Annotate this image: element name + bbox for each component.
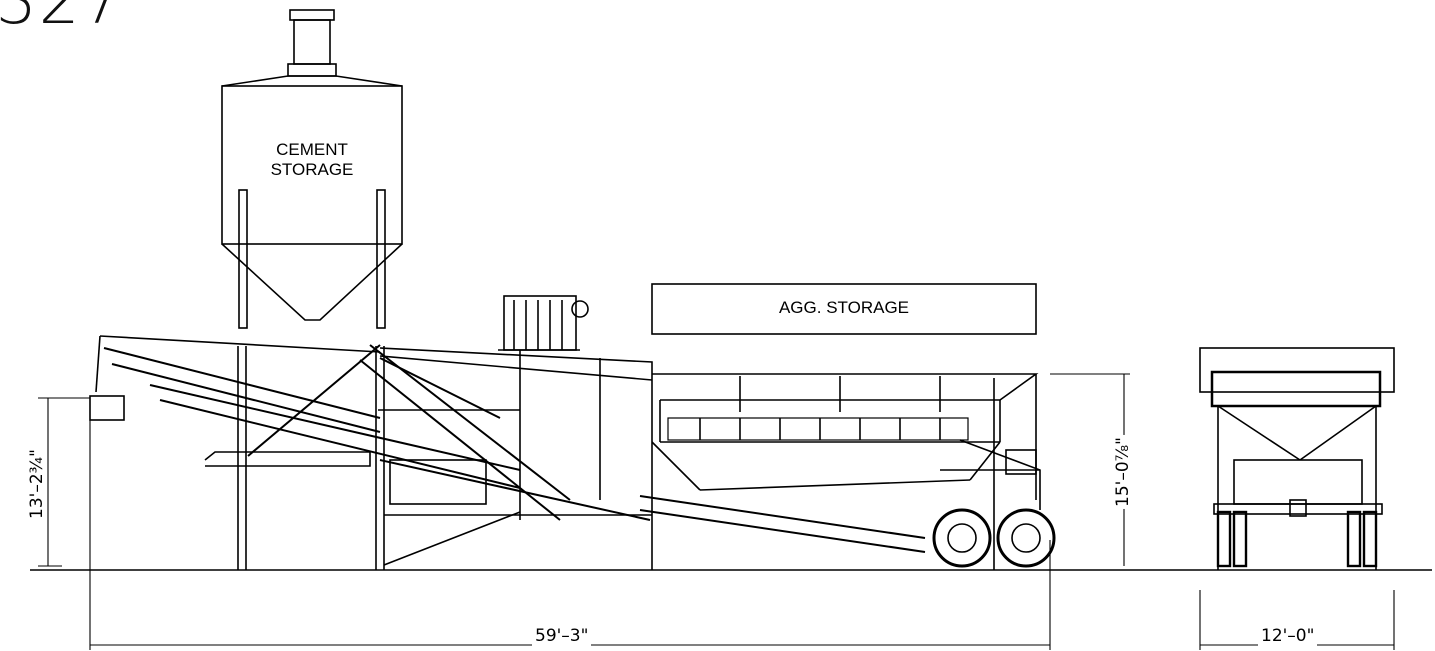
cement-storage-label: CEMENT STORAGE (270, 140, 354, 179)
dust-collector (498, 295, 589, 351)
overall-width-dimension: 12'–0" (1258, 626, 1318, 646)
running-gear (932, 374, 1056, 568)
dimension-lines (38, 373, 1395, 650)
cement-silo (221, 9, 403, 329)
end-view (1199, 347, 1395, 570)
support-frame (89, 335, 652, 570)
agg-storage-label: AGG. STORAGE (778, 298, 910, 317)
right-height-dimension: 15'–0⅞" (1112, 435, 1133, 509)
model-number: 327 (0, 0, 125, 39)
aggregate-bins (379, 347, 1039, 570)
conveyors (103, 344, 926, 553)
overall-length-dimension: 59'–3" (532, 626, 592, 646)
agg-storage-box (651, 283, 1037, 335)
left-height-dimension: 13'–2¾" (26, 447, 47, 521)
control-cabinet (389, 459, 487, 505)
